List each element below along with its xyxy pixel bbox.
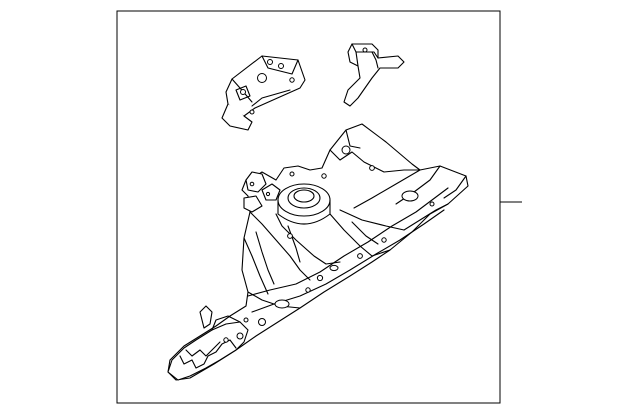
bracket-left-part	[221, 55, 306, 131]
rear-side-member-assembly	[167, 123, 469, 381]
bracket-right-part	[343, 43, 405, 107]
